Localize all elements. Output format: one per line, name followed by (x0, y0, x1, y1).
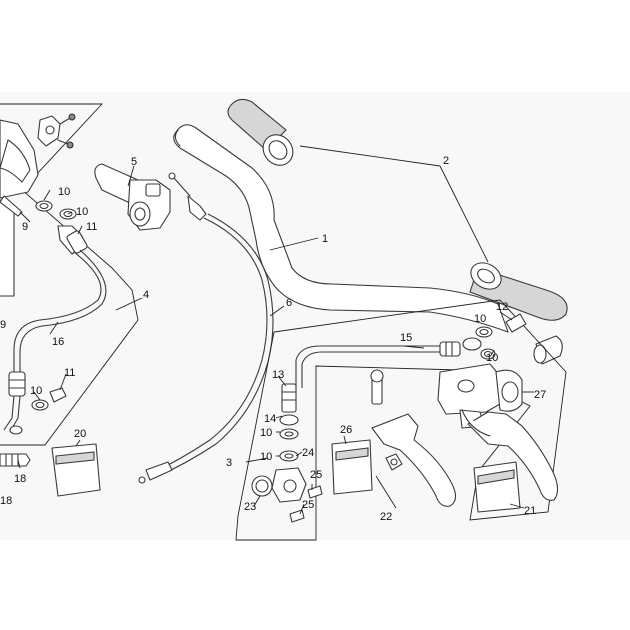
callout-12: 12 (496, 301, 508, 313)
callout-11-lower: 11 (64, 367, 75, 379)
callout-4: 4 (143, 289, 149, 301)
callout-13: 13 (272, 369, 284, 381)
callout-16: 16 (52, 336, 64, 348)
callout-25-lower: 25 (302, 499, 314, 511)
callout-24: 24 (302, 447, 314, 459)
callout-10-g: 10 (260, 451, 272, 463)
callout-20: 20 (74, 428, 86, 440)
callout-9-lower: 9 (0, 319, 6, 331)
callout-10-d: 10 (474, 313, 486, 325)
callout-25-upper: 25 (310, 469, 322, 481)
handlebar-grip-2 (227, 98, 568, 321)
callout-10-f: 10 (260, 427, 272, 439)
throttle-grip-5 (94, 163, 171, 231)
callout-10-e: 10 (486, 352, 498, 364)
callout-6: 6 (286, 297, 292, 309)
callout-18-edge: 18 (0, 495, 12, 507)
handlebar-1 (173, 124, 509, 333)
bar-end-right (533, 335, 563, 365)
callout-10-c: 10 (30, 385, 42, 397)
grease-sachet-21 (473, 461, 521, 513)
callout-10-b: 10 (76, 206, 88, 218)
callout-22: 22 (380, 511, 392, 523)
callout-5: 5 (131, 156, 137, 168)
callout-27: 27 (534, 389, 546, 401)
left-fittings-upper (0, 195, 88, 255)
callout-1: 1 (322, 233, 328, 245)
right-fittings-12 (462, 313, 527, 360)
leader-lines (17, 145, 534, 515)
left-brake-hose (3, 249, 107, 433)
left-fittings-lower (0, 387, 67, 467)
banjo-fittings-group (251, 383, 323, 523)
callout-14: 14 (264, 413, 276, 425)
callout-15: 15 (400, 332, 412, 344)
left-master-cylinder (0, 113, 76, 297)
left-group-frame (0, 103, 139, 446)
brake-hose-15 (295, 341, 461, 388)
callout-9-upper: 9 (22, 221, 28, 233)
callout-3: 3 (226, 457, 232, 469)
callout-11-upper: 11 (86, 221, 97, 233)
callout-10-a: 10 (58, 186, 70, 198)
callout-23: 23 (244, 501, 256, 513)
right-hose-frame (235, 299, 567, 541)
grease-sachet-20 (51, 443, 101, 497)
callout-26: 26 (340, 424, 352, 436)
callout-2: 2 (443, 155, 449, 167)
brake-lever-21 (461, 409, 559, 501)
callout-21: 21 (524, 505, 536, 517)
callout-18: 18 (14, 473, 26, 485)
clutch-lever-22 (370, 369, 457, 507)
grease-sachet-26 (331, 439, 373, 495)
callout-labels: 1 2 3 4 5 6 9 9 10 10 10 10 10 10 10 11 … (0, 155, 546, 523)
